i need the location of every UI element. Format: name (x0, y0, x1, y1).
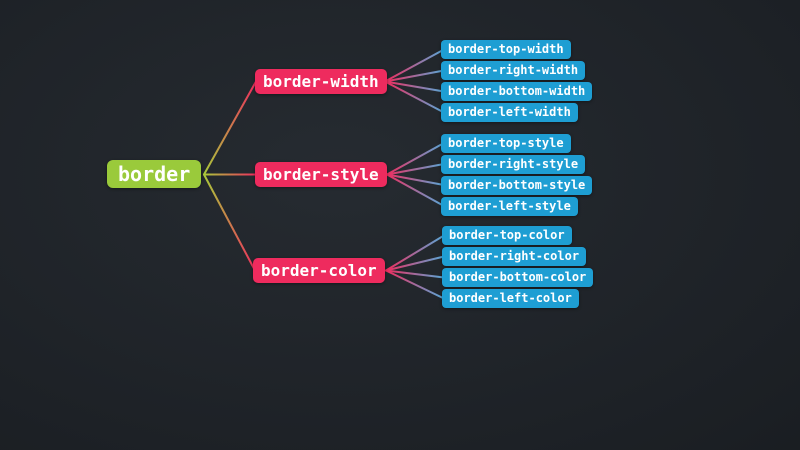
node-border-color: border-color (253, 258, 385, 283)
node-border-left-width: border-left-width (441, 103, 578, 122)
edge-border-to-border-color (203, 173, 256, 272)
edge-style-to-right (386, 163, 445, 176)
edge-style-to-bottom (386, 173, 445, 186)
node-border-right-width: border-right-width (441, 61, 586, 80)
edge-width-to-left (384, 80, 445, 114)
edge-width-to-bottom (384, 80, 445, 93)
node-border-right-style: border-right-style (441, 154, 586, 174)
edge-color-to-right (385, 255, 445, 272)
node-border-left-color: border-left-color (442, 289, 579, 308)
edge-color-to-bottom (385, 269, 445, 279)
edge-width-to-top (384, 48, 445, 83)
node-border-width: border-width (255, 69, 387, 94)
edge-width-to-right (384, 69, 445, 83)
edge-style-to-top (386, 142, 445, 176)
node-border-bottom-color: border-bottom-color (442, 268, 594, 287)
edge-color-to-left (385, 269, 445, 300)
node-border-left-style: border-left-style (441, 196, 578, 216)
node-border-top-width: border-top-width (441, 40, 571, 59)
edge-color-to-top (385, 234, 445, 272)
node-border-bottom-width: border-bottom-width (441, 82, 593, 101)
node-border-top-color: border-top-color (442, 226, 572, 245)
edge-style-to-left (386, 173, 445, 207)
node-border-right-color: border-right-color (442, 247, 587, 266)
node-border-bottom-style: border-bottom-style (441, 175, 593, 195)
edge-border-to-border-width (203, 80, 257, 176)
node-border-style: border-style (255, 162, 387, 187)
node-border: border (107, 160, 202, 188)
node-border-top-style: border-top-style (441, 133, 571, 153)
